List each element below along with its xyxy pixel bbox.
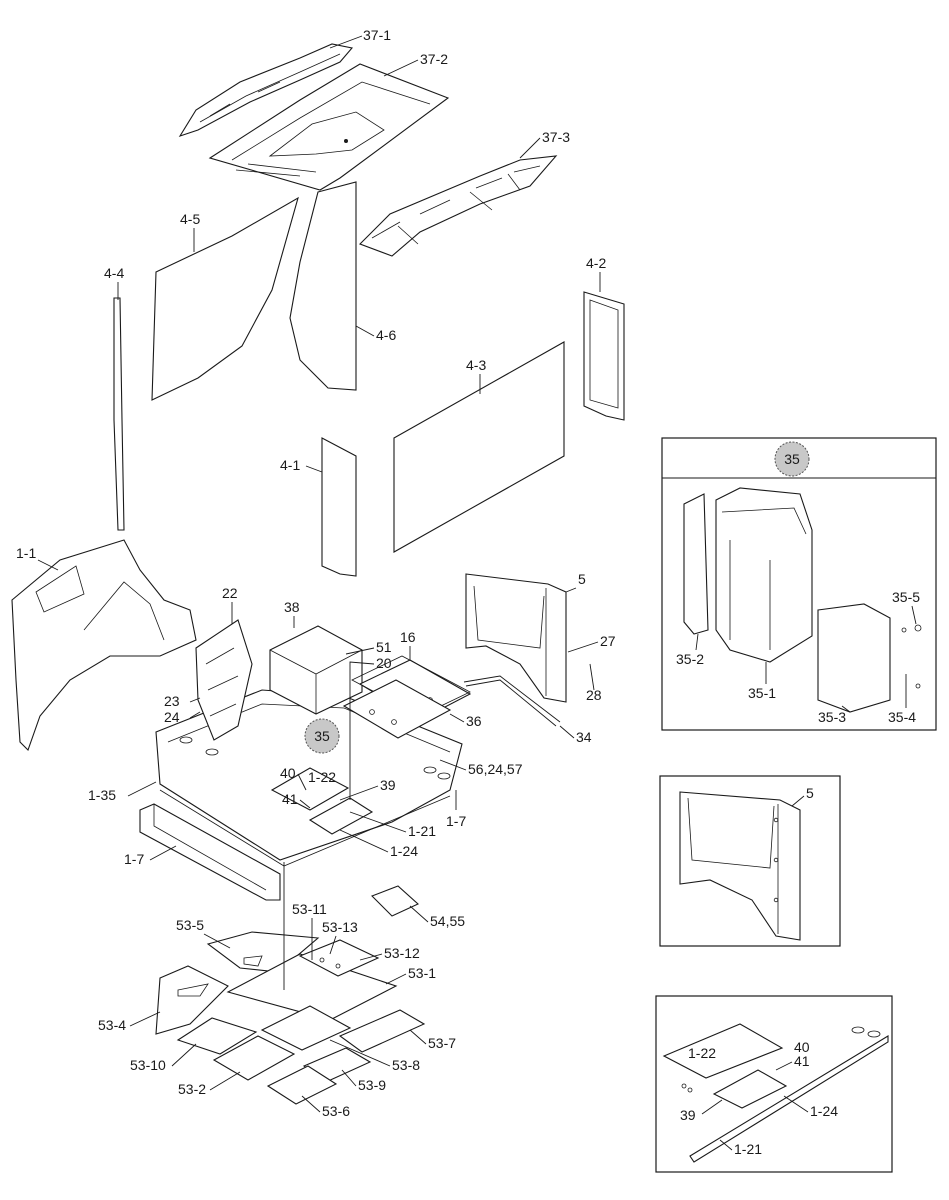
label-39: 39 (380, 777, 396, 793)
inset-label-35-5: 35-5 (892, 589, 920, 605)
label-5: 5 (578, 571, 586, 587)
label-16: 16 (400, 629, 416, 645)
mat-53-7 (338, 1009, 426, 1053)
label-56-24-57: 56,24,57 (468, 761, 523, 777)
label-20: 20 (376, 655, 392, 671)
inset-label-35-1: 35-1 (748, 685, 776, 701)
lever-stand-22 (195, 619, 253, 741)
mat-53-1 (226, 953, 398, 1021)
roof-liner-37-1 (178, 43, 354, 138)
label-51: 51 (376, 639, 392, 655)
label-1-35: 1-35 (88, 787, 116, 803)
glass-4-6 (289, 181, 357, 391)
part-35-3 (817, 603, 891, 713)
roof-liner-37-2 (208, 63, 450, 191)
label-24: 24 (164, 709, 180, 725)
label-53-2: 53-2 (178, 1081, 206, 1097)
label-53-11: 53-11 (292, 901, 327, 917)
label-41: 41 (282, 791, 298, 807)
glass-4-3 (393, 341, 565, 553)
label-53-5: 53-5 (176, 917, 204, 933)
mat-53-8 (260, 1005, 352, 1051)
label-4-6: 4-6 (376, 327, 396, 343)
floor-insert (270, 767, 374, 835)
badge-35-main (304, 718, 340, 754)
inset-1-box: 1-22 40 41 39 1-24 1-21 (655, 995, 893, 1173)
part-35-1 (715, 487, 813, 663)
inset-label-1-22: 1-22 (688, 1045, 716, 1061)
inset-label-35-4: 35-4 (888, 709, 916, 725)
mat-53-12 (298, 939, 380, 977)
inset-label-5: 5 (806, 785, 814, 801)
label-27: 27 (600, 633, 616, 649)
label-53-6: 53-6 (322, 1103, 350, 1119)
label-4-3: 4-3 (466, 357, 486, 373)
label-54-55: 54,55 (430, 913, 465, 929)
label-37-2: 37-2 (420, 51, 448, 67)
rear-panel-5 (465, 573, 567, 703)
label-1-24: 1-24 (390, 843, 418, 859)
inset-label-35-3: 35-3 (818, 709, 846, 725)
label-34: 34 (576, 729, 592, 745)
inset-label-35-2: 35-2 (676, 651, 704, 667)
label-4-1: 4-1 (280, 457, 300, 473)
part-35-2 (683, 493, 709, 635)
inset-label-1-24: 1-24 (810, 1103, 838, 1119)
inset-35-box: 35 35-5 35-2 35-1 35-3 35-4 (661, 437, 937, 731)
label-1-7-left: 1-7 (124, 851, 144, 867)
label-1-21: 1-21 (408, 823, 436, 839)
label-1-22: 1-22 (308, 769, 336, 785)
label-53-10: 53-10 (130, 1057, 166, 1073)
label-38: 38 (284, 599, 300, 615)
label-22: 22 (222, 585, 238, 601)
plate-56 (342, 679, 452, 739)
label-4-4: 4-4 (104, 265, 124, 281)
inset-label-41: 41 (794, 1053, 810, 1069)
inset-label-40: 40 (794, 1039, 810, 1055)
label-53-8: 53-8 (392, 1057, 420, 1073)
inset-label-1-21: 1-21 (734, 1141, 762, 1157)
label-1-7-right: 1-7 (446, 813, 466, 829)
mat-53-10 (176, 1017, 258, 1055)
label-28: 28 (586, 687, 602, 703)
mat-53-6 (266, 1065, 338, 1105)
label-4-5: 4-5 (180, 211, 200, 227)
label-53-1: 53-1 (408, 965, 436, 981)
label-23: 23 (164, 693, 180, 709)
inset-label-39: 39 (680, 1107, 696, 1123)
label-37-1: 37-1 (363, 27, 391, 43)
label-4-2: 4-2 (586, 255, 606, 271)
part-35-5 (914, 624, 922, 632)
rod-34 (463, 675, 561, 727)
beam-1-7 (139, 803, 281, 901)
mat-53-4 (155, 965, 229, 1035)
label-37-3: 37-3 (542, 129, 570, 145)
label-40: 40 (280, 765, 296, 781)
label-53-12: 53-12 (384, 945, 420, 961)
label-1-1: 1-1 (16, 545, 36, 561)
mat-53-2 (212, 1035, 296, 1081)
glass-4-4 (113, 297, 125, 531)
label-53-9: 53-9 (358, 1077, 386, 1093)
roof-liner-37-3 (359, 155, 558, 257)
glass-4-2 (583, 291, 625, 421)
front-panel-1-1 (11, 539, 197, 752)
plate-54 (371, 885, 419, 917)
label-36: 36 (466, 713, 482, 729)
label-53-13: 53-13 (322, 919, 358, 935)
box-38 (269, 625, 363, 715)
leader-lines (37, 35, 601, 1113)
inset-35-badge: 35 (784, 451, 800, 467)
glass-4-5 (151, 196, 299, 401)
label-53-7: 53-7 (428, 1035, 456, 1051)
label-35-badge: 35 (314, 728, 330, 744)
inset-5-box: 5 (659, 775, 841, 947)
label-53-4: 53-4 (98, 1017, 126, 1033)
glass-4-1 (321, 437, 357, 577)
